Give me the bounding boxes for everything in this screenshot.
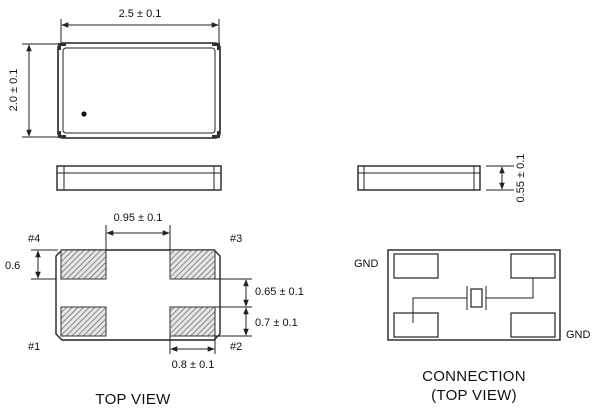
top-outline-view: 2.5 ± 0.1 2.0 ± 0.1 [8,8,221,139]
side-view-right: 0.55 ± 0.1 [357,154,527,203]
pad-1 [60,306,107,337]
side-body-right [357,165,481,191]
pin4-label: #4 [28,233,40,245]
conn-pad-br [510,312,556,338]
conn-wire-left [412,297,467,323]
gnd-label-top: GND [354,258,379,270]
side-view-left [56,165,222,191]
pad-gap-y-dimension: 0.65 ± 0.1 [255,286,304,298]
pad-2 [169,306,216,337]
side-body [56,165,222,191]
conn-pad-tl [393,253,439,279]
connection-title: CONNECTION [422,368,526,385]
pad-height-side-dimension: 0.6 [5,260,20,272]
width-dimension: 2.0 ± 0.1 [8,69,20,112]
length-dimension: 2.5 ± 0.1 [119,8,162,20]
corner-tab-tr [212,43,220,50]
pad-gap-x-dimension: 0.95 ± 0.1 [114,212,163,224]
pad-4 [60,249,107,280]
connection-subtitle: (TOP VIEW) [431,387,517,404]
package-lid-top [62,47,216,134]
top-view-title: TOP VIEW [95,391,171,408]
pad-3 [169,249,216,280]
pad-layout-view: 0.95 ± 0.1 #4 #3 #1 #2 0.6 0.65 ± 0.1 0.… [5,212,304,408]
conn-pad-tr [510,253,556,279]
gnd-label-bottom: GND [566,329,591,341]
corner-tab-br [212,131,220,138]
crystal-symbol [470,288,483,308]
conn-wire-right [486,278,534,299]
connection-diagram: GND GND CONNECTION (TOP VIEW) [354,249,591,404]
corner-tab-bl [58,131,66,138]
corner-tab-tl [58,43,66,50]
pin2-label: #2 [230,341,242,353]
pin3-label: #3 [230,233,242,245]
pad-height-dimension: 0.7 ± 0.1 [255,317,298,329]
pad-width-dimension: 0.8 ± 0.1 [172,359,215,371]
pin1-marker-dot [81,111,87,117]
pin1-label: #1 [28,341,40,353]
height-dimension: 0.55 ± 0.1 [515,154,527,203]
conn-pad-bl [393,312,439,338]
